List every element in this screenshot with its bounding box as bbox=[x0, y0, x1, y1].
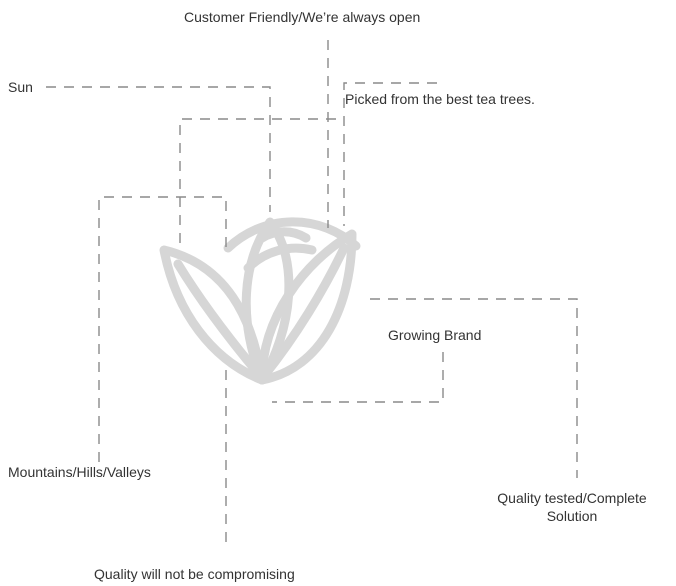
label-quality-tested: Quality tested/Complete Solution bbox=[468, 489, 676, 525]
leader-inner-box bbox=[179, 118, 336, 248]
leader-picked bbox=[343, 82, 437, 226]
leader-lines bbox=[46, 40, 578, 548]
label-quality-tested-line2: Solution bbox=[546, 508, 598, 524]
logo-center-leaf bbox=[241, 217, 294, 385]
tea-leaf-logo-icon bbox=[159, 217, 361, 385]
label-quality-tested-line1: Quality tested/Complete bbox=[497, 490, 647, 506]
leader-sun bbox=[46, 86, 271, 212]
label-customer-friendly: Customer Friendly/We’re always open bbox=[184, 9, 421, 25]
leader-growing-brand bbox=[272, 352, 444, 403]
label-sun: Sun bbox=[8, 79, 33, 95]
label-mountains-hills-valleys: Mountains/Hills/Valleys bbox=[8, 464, 151, 480]
leader-mountains bbox=[98, 196, 227, 462]
logo-right-leaf bbox=[257, 229, 357, 385]
label-picked-from-best-tea-trees: Picked from the best tea trees. bbox=[345, 91, 535, 107]
leader-quality-tested bbox=[370, 298, 578, 478]
label-growing-brand: Growing Brand bbox=[388, 327, 482, 343]
label-quality-not-compromising: Quality will not be compromising bbox=[94, 566, 295, 582]
logo-circle-arc bbox=[223, 217, 361, 253]
logo-left-leaf-vein bbox=[173, 259, 267, 383]
